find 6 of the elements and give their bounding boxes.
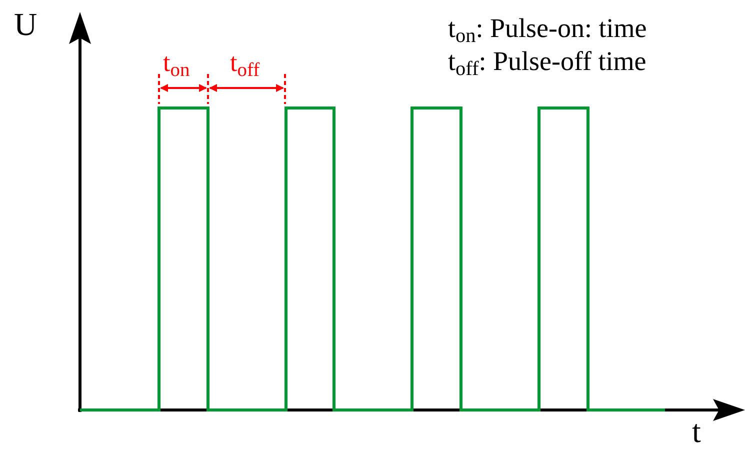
legend-text: t$_{off}$: Pulse-off time (448, 48, 646, 75)
axis-label: t (692, 415, 701, 447)
dimension-label: t$_{off}$ (230, 50, 260, 76)
legend-text: t$_{on}$: Pulse-on: time (448, 15, 647, 42)
axis-label: U (14, 8, 38, 40)
dimension-label: t$_{on}$ (163, 50, 190, 76)
